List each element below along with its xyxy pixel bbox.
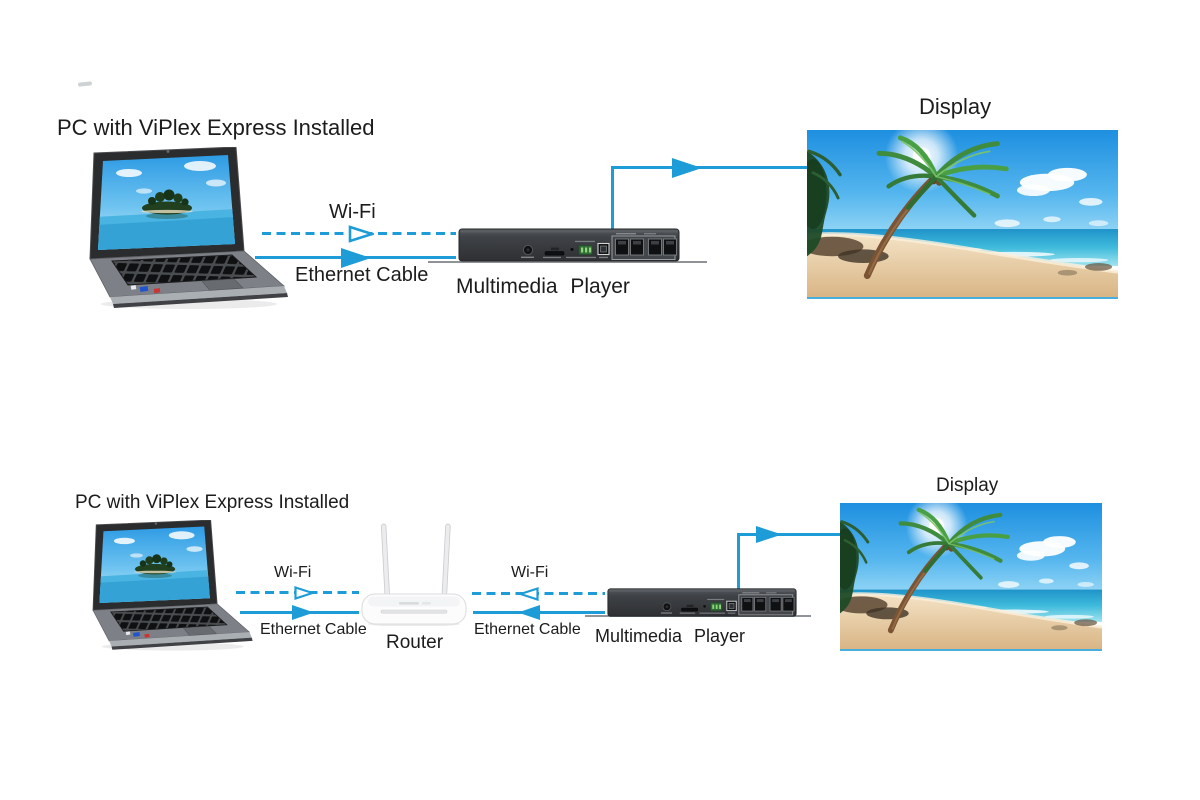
wifi-link-label-pc-router: Wi-Fi [274, 564, 312, 581]
connector-arrowhead-icon-bottom [756, 526, 782, 543]
player-display-connector-vertical-top [611, 167, 614, 229]
ethernet-arrowhead-icon-top [341, 248, 371, 268]
player-display-connector-vertical-bottom [737, 534, 740, 590]
beach-image-bottom [840, 503, 1102, 649]
laptop-illustration-top [84, 147, 297, 312]
connector-arrowhead-icon-top [672, 158, 702, 178]
display-screen-bottom [840, 503, 1102, 651]
player-label-bottom: Multimedia Player [595, 626, 746, 646]
player-shelf-line-top [428, 261, 707, 263]
stray-mark [77, 81, 93, 87]
wifi-arrowhead-icon-router-player [516, 586, 539, 602]
laptop-illustration-bottom [88, 520, 260, 653]
pc-label-bottom: PC with ViPlex Express Installed [75, 492, 350, 513]
player-label-top: Multimedia Player [456, 275, 630, 298]
display-screen-top [807, 130, 1118, 299]
player-display-connector-horizontal-top [611, 166, 807, 169]
multimedia-player-illustration-bottom [607, 587, 797, 618]
player-display-connector-horizontal-bottom [737, 533, 841, 536]
wifi-arrowhead-icon-pc-router [294, 585, 317, 601]
ethernet-label-pc-router: Ethernet Cable [260, 621, 367, 638]
ethernet-label-router-player: Ethernet Cable [474, 621, 581, 638]
beach-image-top [807, 130, 1118, 297]
ethernet-arrowhead-icon-pc-router [292, 605, 314, 620]
display-label-top: Display [919, 94, 992, 119]
multimedia-player-illustration-top [458, 227, 680, 263]
router-illustration [361, 523, 467, 626]
wifi-arrowhead-icon-top [348, 225, 377, 243]
wifi-link-label-top: Wi-Fi [329, 201, 376, 223]
display-label-bottom: Display [936, 475, 999, 496]
pc-label-top: PC with ViPlex Express Installed [57, 115, 375, 140]
ethernet-arrowhead-icon-router-player [518, 605, 540, 620]
router-label: Router [386, 632, 444, 653]
wifi-link-label-router-player: Wi-Fi [511, 564, 549, 581]
ethernet-label-top: Ethernet Cable [295, 264, 429, 286]
